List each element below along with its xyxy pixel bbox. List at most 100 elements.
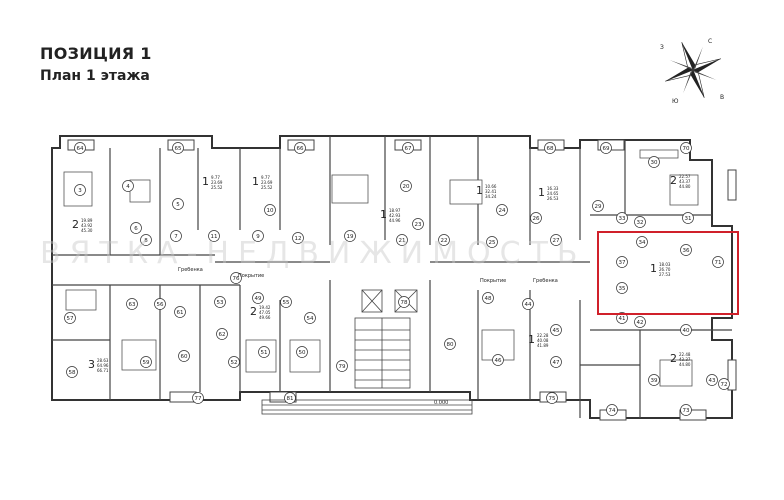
room-number-circle xyxy=(486,236,498,248)
apartment-info: 1 18.97 42.93 44.96 xyxy=(380,208,401,223)
room-number-circle xyxy=(140,356,152,368)
entrance-steps xyxy=(261,399,473,415)
room-number-circle xyxy=(530,212,542,224)
room-number-label: 53 xyxy=(217,300,224,306)
page-subtitle: План 1 этажа xyxy=(40,68,150,84)
apartment-rooms: 1 xyxy=(528,333,535,346)
apartment-total: 45.30 xyxy=(81,228,93,233)
apartment-info: 2 22.48 43.37 44.80 xyxy=(670,352,691,367)
room-number-label: 51 xyxy=(261,350,268,356)
room-number-label: 47 xyxy=(553,360,560,366)
room-number-circle xyxy=(74,142,86,154)
room-number-label: 12 xyxy=(295,236,302,242)
room-number-circle xyxy=(292,232,304,244)
room-number-circle xyxy=(66,366,78,378)
apartment-total: 34.24 xyxy=(485,194,497,199)
room-number-label: 65 xyxy=(175,146,182,152)
apartment-info: 2 22.57 43.37 44.80 xyxy=(670,174,691,189)
apartment-rooms: 1 xyxy=(202,175,209,188)
apartment-total: 44.80 xyxy=(679,362,691,367)
room-number-label: 20 xyxy=(403,184,410,190)
apartment-total: 25.52 xyxy=(261,185,273,190)
room-number-label: 58 xyxy=(69,370,76,376)
apartment-rooms: 3 xyxy=(88,358,95,371)
room-number-circle xyxy=(634,216,646,228)
apartment-info: 3 28.63 64.96 66.71 xyxy=(88,358,109,373)
room-number-circle xyxy=(680,324,692,336)
apartment-area: 22.48 xyxy=(679,352,691,357)
room-number-label: 40 xyxy=(683,328,690,334)
room-number-label: 44 xyxy=(525,302,532,308)
room-number-circle xyxy=(178,350,190,362)
room-number-circle xyxy=(304,312,316,324)
room-number-label: 4 xyxy=(126,184,130,190)
room-number-circle xyxy=(680,142,692,154)
apartment-living: 42.93 xyxy=(389,213,401,218)
apartment-info: 1 10.66 32.41 34.24 xyxy=(476,184,497,199)
room-number-circle xyxy=(522,298,534,310)
corridor-label: Гребенка xyxy=(533,278,558,284)
compass-south-label: Ю xyxy=(672,98,679,105)
room-number-label: 55 xyxy=(283,300,290,306)
apartment-rooms: 1 xyxy=(476,184,483,197)
room-number-label: 67 xyxy=(405,146,412,152)
room-number-label: 8 xyxy=(144,238,148,244)
room-number-label: 27 xyxy=(553,238,560,244)
room-number-circle xyxy=(258,346,270,358)
room-number-label: 32 xyxy=(637,220,644,226)
room-number-circle xyxy=(680,244,692,256)
room-number-label: 72 xyxy=(721,382,728,388)
room-number-circle xyxy=(170,230,182,242)
apartment-area: 19.42 xyxy=(259,305,271,310)
room-number-label: 24 xyxy=(499,208,506,214)
room-number-label: 70 xyxy=(683,146,690,152)
apartment-total: 27.53 xyxy=(659,272,671,277)
room-number-circle xyxy=(496,204,508,216)
room-number-circle xyxy=(264,204,276,216)
room-number-circle xyxy=(606,404,618,416)
apartment-rooms: 1 xyxy=(650,262,657,275)
room-number-label: 73 xyxy=(683,408,690,414)
room-number-label: 19 xyxy=(347,234,354,240)
apartment-total: 26.53 xyxy=(547,196,559,201)
room-number-circle xyxy=(400,180,412,192)
apartment-rooms: 2 xyxy=(670,174,677,187)
room-number-label: 49 xyxy=(255,296,262,302)
room-number-label: 69 xyxy=(603,146,610,152)
room-number-label: 29 xyxy=(595,204,602,210)
room-number-label: 63 xyxy=(129,302,136,308)
apartment-total: 44.96 xyxy=(389,218,401,223)
apartment-area: 9.77 xyxy=(211,175,220,180)
room-number-label: 3 xyxy=(78,188,82,194)
apartment-area: 19.89 xyxy=(81,218,93,223)
room-number-label: 77 xyxy=(195,396,202,402)
room-number-label: 7 xyxy=(174,234,178,240)
room-number-label: 10 xyxy=(267,208,274,214)
room-number-circle xyxy=(718,378,730,390)
room-number-circle xyxy=(74,184,86,196)
apartment-area: 18.97 xyxy=(389,208,401,213)
room-number-label: 43 xyxy=(709,378,716,384)
room-number-label: 21 xyxy=(399,238,406,244)
room-number-circle xyxy=(280,296,292,308)
room-number-label: 75 xyxy=(549,396,556,402)
room-number-label: 39 xyxy=(651,378,658,384)
room-number-label: 26 xyxy=(533,216,540,222)
room-number-circle xyxy=(208,230,220,242)
apartment-total: 49.66 xyxy=(259,315,271,320)
room-number-label: 60 xyxy=(181,354,188,360)
apartment-total: 41.89 xyxy=(537,343,549,348)
room-number-circle xyxy=(344,230,356,242)
corridor-label: Покрытие xyxy=(238,273,264,279)
apartment-total: 66.71 xyxy=(97,368,109,373)
room-number-label: 59 xyxy=(143,360,150,366)
room-number-circle xyxy=(616,212,628,224)
apartment-info: 1 9.77 23.69 25.52 xyxy=(202,175,223,190)
room-number-circle xyxy=(712,256,724,268)
apartment-living: 43.37 xyxy=(679,179,691,184)
apartment-area: 18.03 xyxy=(659,262,671,267)
room-number-label: 66 xyxy=(297,146,304,152)
room-number-label: 31 xyxy=(685,216,692,222)
apartment-area: 28.63 xyxy=(97,358,109,363)
